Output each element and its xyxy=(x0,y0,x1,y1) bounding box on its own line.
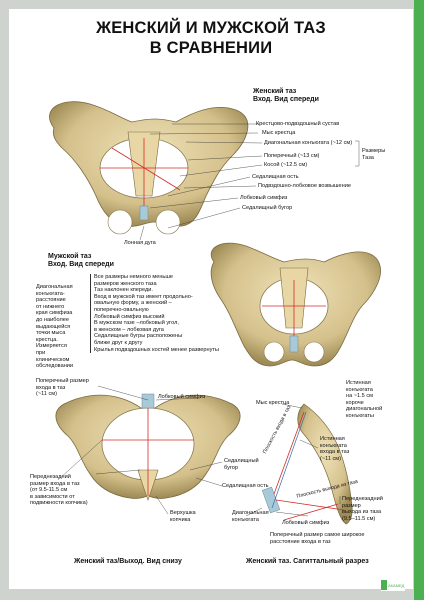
label-sag-symphysis: Лобковый симфиз xyxy=(282,520,330,526)
male-heading-1: Мужской таз xyxy=(48,253,92,260)
poster-title: ЖЕНСКИЙ И МУЖСКОЙ ТАЗ В СРАВНЕНИИ xyxy=(9,18,413,58)
female-pelvis-front xyxy=(49,101,249,235)
diagonal-conjugate-note: Диагональная конъюгата- расстояние от ни… xyxy=(36,284,74,370)
label-diagonal-conjugate: Диагональная конъюгата (~12 см) xyxy=(264,140,353,146)
caption-sagittal: Женский таз. Сагиттальный разрез xyxy=(246,558,369,565)
label-outlet-spine: Седалищная ость xyxy=(222,483,269,489)
female-pelvis-outlet xyxy=(55,385,241,515)
label-true-conjugate-note: Истинная конъюгата на ~1.5 см короче диа… xyxy=(346,380,383,419)
male-heading-2: Вход. Вид спереди xyxy=(48,261,114,268)
label-sag-diagonal: Диагональная конъюгата xyxy=(232,510,269,523)
label-outlet-ap-sag: Переднезадний размер выхода из таза (9.5… xyxy=(342,496,383,522)
label-true-conjugate: Истинная конъюгата входа в таз (~11 см) xyxy=(320,436,350,462)
label-ischial-tuberosity: Седалищный бугор xyxy=(242,205,293,211)
label-ischial-spine: Седалищная ость xyxy=(252,174,299,180)
female-front-heading: Женский таз Вход. Вид спереди xyxy=(253,88,319,104)
label-outlet-ap: Переднезадний размер входа в таз (от 9.5… xyxy=(30,474,88,507)
male-front-heading: Мужской таз Вход. Вид спереди xyxy=(48,253,114,269)
label-pelvis-sizes: Размеры Таза xyxy=(362,148,386,161)
male-comparison-note: Все размеры немного меньше размеров женс… xyxy=(90,274,219,354)
title-line-2: В СРАВНЕНИИ xyxy=(149,39,273,57)
label-outlet-symphysis: Лобковый симфиз xyxy=(158,394,206,400)
label-pubic-symphysis: Лобковый симфиз xyxy=(240,195,288,201)
female-pelvis-sagittal xyxy=(245,403,353,525)
logo-text: АКАМЕД xyxy=(388,583,405,588)
label-transverse-note: Поперечный размер самое широкое расстоян… xyxy=(270,532,365,545)
label-sag-promontory: Мыс крестца xyxy=(256,400,290,406)
label-transverse: Поперечный (~13 см) xyxy=(264,153,320,159)
label-coccyx-tip: Верхушка копчика xyxy=(170,510,196,523)
female-heading-1: Женский таз xyxy=(253,88,297,95)
male-pelvis-front xyxy=(210,242,381,367)
label-pubic-arch: Лонная дуга xyxy=(124,240,156,246)
title-line-1: ЖЕНСКИЙ И МУЖСКОЙ ТАЗ xyxy=(96,19,326,37)
caption-outlet-view: Женский таз/Выход. Вид снизу xyxy=(74,558,182,565)
label-promontory: Мыс крестца xyxy=(262,130,296,136)
female-heading-2: Вход. Вид спереди xyxy=(253,96,319,103)
publisher-logo: АКАМЕД xyxy=(381,579,405,591)
label-iliopubic-eminence: Подвздошно-лобковое возвышение xyxy=(258,183,351,189)
female-leader-lines xyxy=(139,123,360,241)
side-accent-strip xyxy=(414,0,424,600)
label-sacroiliac-joint: Крестцово-подвздошный сустав xyxy=(256,121,340,127)
label-oblique: Косой (~12.5 см) xyxy=(264,162,308,168)
label-outlet-transverse: Поперечный размер входа в таз (~11 см) xyxy=(36,378,89,398)
label-outlet-tuber: Седалищный бугор xyxy=(224,458,259,471)
